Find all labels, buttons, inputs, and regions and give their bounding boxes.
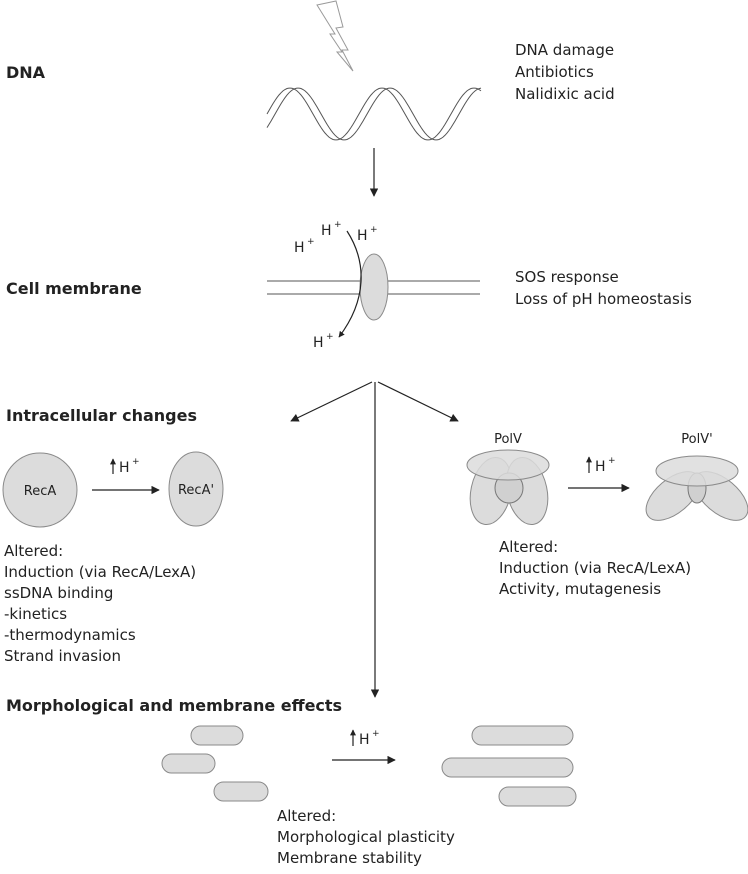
- polv-label: PolV: [494, 432, 522, 447]
- svg-text:+: +: [334, 220, 342, 230]
- svg-text:H: H: [119, 460, 130, 476]
- polv-complex-icon: [466, 449, 550, 526]
- membrane-note-2: Loss of pH homeostasis: [515, 290, 692, 308]
- svg-text:+: +: [307, 237, 315, 247]
- reca-altered-3: ssDNA binding: [4, 584, 113, 602]
- morph-proton-increase: H +: [350, 729, 380, 748]
- lightning-bolt-icon: [316, 0, 354, 72]
- dna-cause-1: DNA damage: [515, 41, 614, 59]
- proton-label-3: H +: [357, 225, 378, 244]
- normal-bacteria-group: [161, 725, 269, 802]
- polv-altered-1: Altered:: [499, 538, 558, 556]
- svg-text:H: H: [313, 335, 324, 351]
- polv-prime-complex-icon: [645, 455, 748, 521]
- dna-double-helix-icon: [266, 87, 482, 141]
- svg-text:H: H: [359, 732, 370, 748]
- proton-flux-arrow: [338, 230, 362, 338]
- reca-altered-6: Strand invasion: [4, 647, 121, 665]
- reca-prime-label: RecA': [178, 483, 214, 498]
- svg-text:+: +: [370, 225, 378, 235]
- svg-text:H: H: [595, 459, 606, 475]
- polv-altered-3: Activity, mutagenesis: [499, 580, 661, 598]
- morph-altered-1: Altered:: [277, 807, 336, 825]
- section-membrane-heading: Cell membrane: [6, 279, 142, 298]
- dna-cause-2: Antibiotics: [515, 63, 594, 81]
- rod-shaped-bacterium-icon: [441, 757, 574, 778]
- reca-altered-1: Altered:: [4, 542, 63, 560]
- arrow-to-reca: [290, 381, 373, 422]
- proton-label-2: H +: [321, 220, 342, 239]
- svg-text:H: H: [321, 223, 332, 239]
- rod-shaped-bacterium-icon: [213, 781, 269, 802]
- rod-shaped-bacterium-icon: [161, 753, 216, 774]
- polv-proton-increase: H +: [586, 456, 616, 475]
- reca-altered-4: -kinetics: [4, 605, 67, 623]
- section-dna-heading: DNA: [6, 63, 46, 82]
- membrane-note-1: SOS response: [515, 268, 619, 286]
- svg-text:+: +: [608, 456, 616, 466]
- polv-altered-2: Induction (via RecA/LexA): [499, 559, 691, 577]
- dna-cause-3: Nalidixic acid: [515, 85, 615, 103]
- morph-altered-2: Morphological plasticity: [277, 828, 455, 846]
- reca-protein-icon: [2, 452, 78, 528]
- morph-altered-3: Membrane stability: [277, 849, 422, 867]
- rod-shaped-bacterium-icon: [498, 786, 577, 807]
- svg-text:H: H: [294, 240, 305, 256]
- cell-membrane: [267, 280, 480, 295]
- section-intracellular-heading: Intracellular changes: [6, 406, 197, 425]
- svg-text:+: +: [326, 332, 334, 342]
- arrow-to-polv: [377, 381, 459, 422]
- membrane-channel-icon: [359, 253, 389, 321]
- reca-proton-increase: H +: [110, 457, 140, 476]
- rod-shaped-bacterium-icon: [190, 725, 244, 746]
- polv-prime-label: PolV': [681, 432, 712, 447]
- reca-altered-2: Induction (via RecA/LexA): [4, 563, 196, 581]
- proton-label-1: H +: [294, 237, 315, 256]
- svg-text:+: +: [372, 729, 380, 739]
- elongated-bacteria-group: [441, 725, 577, 807]
- svg-text:H: H: [357, 228, 368, 244]
- reca-label: RecA: [24, 484, 57, 499]
- rod-shaped-bacterium-icon: [471, 725, 574, 746]
- proton-label-4: H +: [313, 332, 334, 351]
- reca-prime-protein-icon: [168, 451, 224, 527]
- section-morphology-heading: Morphological and membrane effects: [6, 696, 342, 715]
- svg-text:+: +: [132, 457, 140, 467]
- reca-altered-5: -thermodynamics: [4, 626, 136, 644]
